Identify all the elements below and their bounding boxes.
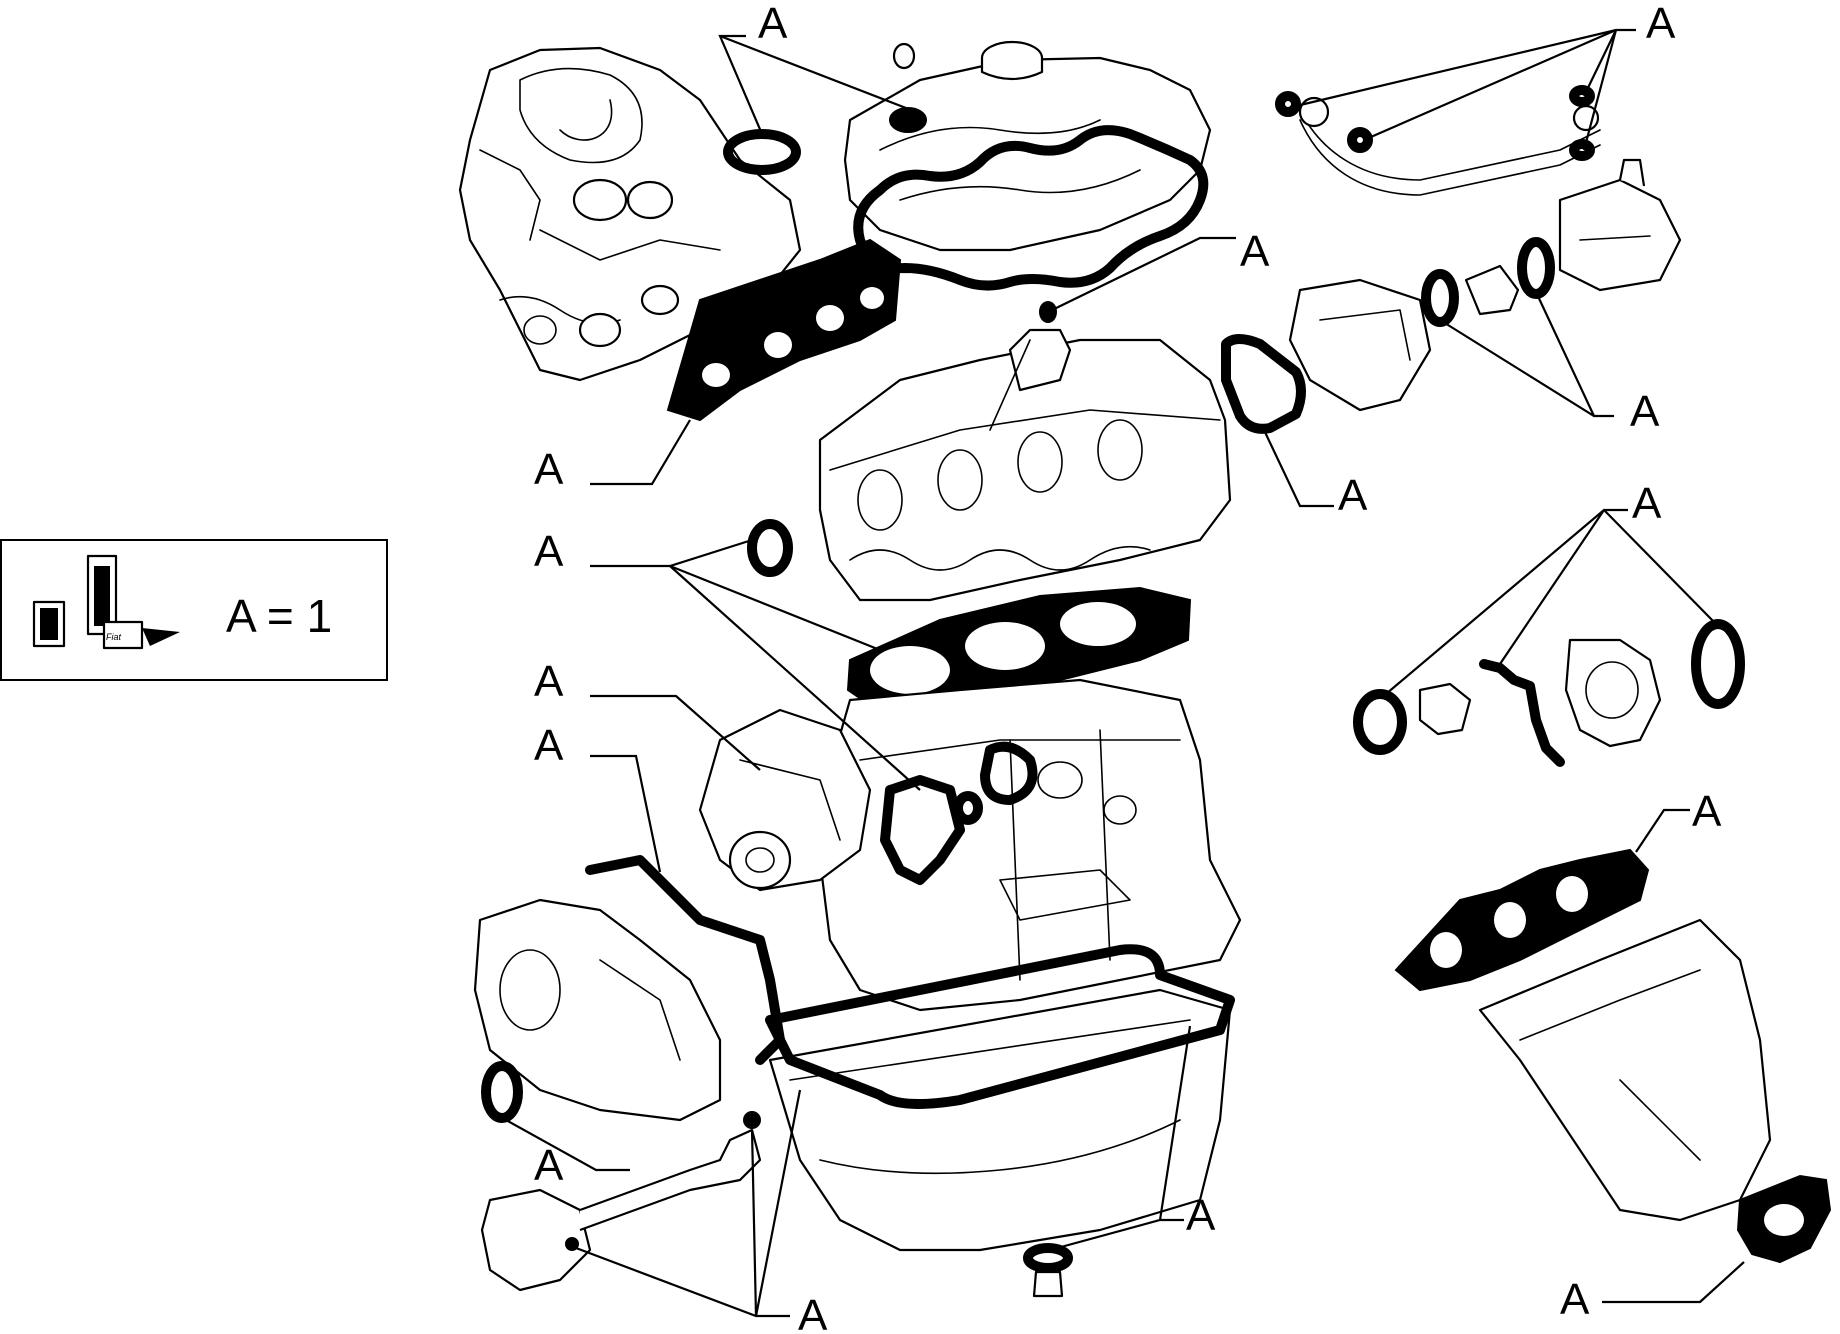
callout-a-carb-gasket: A bbox=[758, 0, 788, 48]
callout-a-rear-seals: A bbox=[1632, 479, 1662, 528]
legend-box: Fiat A = 1 bbox=[0, 539, 388, 681]
fuel-pump-flange-gasket bbox=[1421, 269, 1459, 327]
parts-kit-icon: Fiat bbox=[32, 554, 180, 650]
water-outlet-gasket bbox=[1221, 334, 1306, 434]
callout-a-pipe-seals: A bbox=[798, 1291, 828, 1334]
callout-a-fuel-lines: A bbox=[1646, 0, 1676, 48]
callout-a-downpipe-gasket: A bbox=[1560, 1275, 1590, 1324]
filler-cap-seal bbox=[889, 107, 927, 133]
timing-belt-cover bbox=[473, 898, 722, 1122]
camshaft-seal bbox=[747, 519, 793, 577]
cylinder-head bbox=[818, 328, 1232, 602]
callout-a-head-gasket: A bbox=[534, 527, 564, 576]
kit-brand-label: Fiat bbox=[106, 632, 122, 642]
cylinder-head-gasket bbox=[846, 586, 1192, 714]
callout-a-intake-gasket: A bbox=[534, 445, 564, 494]
callout-a-timing-gasket: A bbox=[534, 721, 564, 770]
rear-seal-set bbox=[1353, 619, 1745, 767]
legend-equation: A = 1 bbox=[226, 590, 332, 642]
water-pump-gasket bbox=[880, 775, 965, 885]
engine-block bbox=[818, 678, 1242, 1012]
fuel-line-washer-3 bbox=[1569, 85, 1595, 107]
callout-labels: A A A A A A A A A A A A A A A bbox=[534, 0, 1722, 1334]
carb-ring-gasket bbox=[723, 129, 801, 175]
fuel-pump bbox=[1558, 158, 1682, 292]
small-o-ring bbox=[953, 791, 983, 825]
fuel-line-assembly bbox=[1298, 96, 1601, 196]
fuel-line-washer-1 bbox=[1275, 91, 1301, 117]
oil-sump-gasket bbox=[765, 944, 1235, 1109]
callout-a-exhaust-gasket: A bbox=[1692, 787, 1722, 836]
exhaust-manifold bbox=[1478, 918, 1772, 1222]
rocker-cover-gasket bbox=[853, 125, 1209, 291]
thermostat-gasket bbox=[980, 741, 1038, 805]
fuel-line-washer-2 bbox=[1347, 127, 1373, 153]
crankshaft-front-seal bbox=[481, 1061, 523, 1123]
exhaust-manifold-gasket bbox=[1394, 848, 1650, 992]
callout-a-fuel-pump-gaskets: A bbox=[1630, 387, 1660, 436]
callout-a-water-pump-gasket: A bbox=[534, 657, 564, 706]
fuel-pump-spacer-gasket bbox=[1517, 237, 1555, 299]
callout-a-sump-gasket: A bbox=[1186, 1191, 1216, 1240]
callout-a-crank-seal: A bbox=[534, 1141, 564, 1190]
drain-plug bbox=[1032, 1270, 1064, 1298]
fuel-pump-spacer bbox=[1464, 264, 1520, 316]
callout-a-rocker-gasket: A bbox=[1240, 227, 1270, 276]
fuel-line-washer-4 bbox=[1569, 139, 1595, 161]
rocker-cover bbox=[843, 40, 1212, 252]
intake-manifold-gasket bbox=[666, 238, 902, 422]
leader-lines bbox=[505, 28, 1745, 1318]
distributor-housing bbox=[1288, 278, 1432, 412]
coolant-pipe-assembly bbox=[480, 1111, 762, 1292]
drain-plug-washer bbox=[1023, 1243, 1073, 1273]
timing-cover-gasket bbox=[585, 855, 785, 1065]
callout-a-outlet-gasket: A bbox=[1338, 471, 1368, 520]
